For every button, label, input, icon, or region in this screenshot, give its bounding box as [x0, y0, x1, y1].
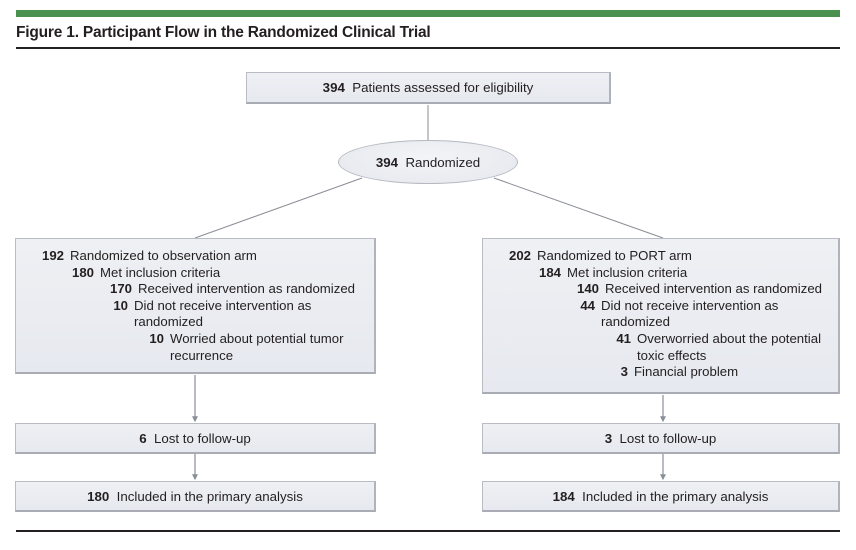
- node-enrollment-label: Patients assessed for eligibility: [352, 80, 534, 95]
- node-left-lost-label: Lost to follow-up: [153, 430, 251, 446]
- arm-line-label: recurrence: [170, 347, 234, 363]
- node-right-lost-label: Lost to follow-up: [619, 430, 717, 446]
- arm-line: 41 Overworried about the potential: [491, 331, 830, 348]
- node-right-primary-analysis: 184 Included in the primary analysis: [482, 481, 840, 512]
- arm-line-number: 170: [109, 281, 132, 297]
- arm-line-number: 180: [71, 264, 94, 280]
- arm-line-number: 3: [620, 364, 628, 380]
- arm-line-number: 10: [149, 330, 164, 346]
- arm-line-continuation: randomized: [491, 314, 830, 331]
- node-left-primary-analysis: 180 Included in the primary analysis: [15, 481, 376, 512]
- arm-line-number: 192: [41, 248, 64, 263]
- arm-line-label: Worried about potential tumor: [170, 330, 344, 346]
- arm-line: 184 Met inclusion criteria: [491, 265, 830, 282]
- arm-line-number: 41: [616, 330, 631, 346]
- node-enrollment-number: 394: [322, 80, 345, 95]
- arm-line-label: Received intervention as randomized: [605, 281, 822, 297]
- arm-line: 3 Financial problem: [491, 364, 830, 381]
- arm-line-number: 202: [508, 248, 531, 263]
- arm-line: 180 Met inclusion criteria: [24, 265, 366, 282]
- node-randomized-label: Randomized: [405, 154, 481, 170]
- figure-title: Figure 1. Participant Flow in the Random…: [16, 24, 431, 41]
- arm-line-number: 10: [113, 297, 128, 313]
- arm-line-label: Did not receive intervention as: [601, 297, 779, 313]
- arm-line-number: 184: [538, 264, 561, 280]
- arm-line-label: Financial problem: [634, 364, 739, 380]
- node-left-lost-text: 6 Lost to follow-up: [139, 430, 251, 447]
- arm-line-label: randomized: [601, 314, 670, 330]
- arm-line-label: Met inclusion criteria: [567, 264, 688, 280]
- node-right-analysis-number: 184: [552, 488, 575, 504]
- figure-footer-divider: [16, 530, 840, 532]
- node-randomized: 394 Randomized: [338, 140, 518, 184]
- arm-line-continuation: recurrence: [24, 348, 366, 365]
- arm-line: 140 Received intervention as randomized: [491, 281, 830, 298]
- arm-line-label: Received intervention as randomized: [138, 281, 355, 297]
- figure-accent-bar: [16, 10, 840, 17]
- arm-line-continuation: toxic effects: [491, 348, 830, 365]
- arm-line-label: Overworried about the potential: [637, 330, 822, 346]
- node-right-lost-number: 3: [604, 430, 613, 446]
- node-left-lost-number: 6: [139, 430, 147, 446]
- arm-line: 10 Worried about potential tumor: [24, 331, 366, 348]
- node-right-lost-text: 3 Lost to follow-up: [605, 430, 717, 447]
- arm-line-label: toxic effects: [637, 347, 707, 363]
- node-randomized-number: 394: [375, 154, 399, 170]
- node-right-lost-to-followup: 3 Lost to follow-up: [482, 423, 840, 454]
- arm-line-number: 44: [580, 297, 595, 313]
- node-enrollment: 394 Patients assessed for eligibility: [246, 72, 611, 104]
- node-left-analysis-text: 180 Included in the primary analysis: [87, 488, 303, 505]
- arm-line: 192 Randomized to observation arm: [24, 248, 366, 265]
- connector-randomized-to-right-arm: [493, 177, 664, 239]
- arm-line-label: Met inclusion criteria: [100, 264, 221, 280]
- arm-line-label: Randomized to PORT arm: [537, 248, 692, 263]
- arm-line: 44 Did not receive intervention as: [491, 298, 830, 315]
- node-randomized-text: 394 Randomized: [376, 154, 480, 171]
- node-left-analysis-label: Included in the primary analysis: [116, 488, 303, 504]
- node-left-lost-to-followup: 6 Lost to follow-up: [15, 423, 376, 454]
- connector-randomized-to-left-arm: [194, 177, 363, 239]
- arm-line: 10 Did not receive intervention as: [24, 298, 366, 315]
- arm-line-label: Randomized to observation arm: [70, 248, 257, 263]
- node-left-analysis-number: 180: [87, 488, 110, 504]
- arm-line-number: 140: [576, 281, 599, 297]
- title-divider: [16, 47, 840, 49]
- arm-line-continuation: randomized: [24, 314, 366, 331]
- arm-line: 202 Randomized to PORT arm: [491, 248, 830, 265]
- arm-line: 170 Received intervention as randomized: [24, 281, 366, 298]
- node-enrollment-text: 394 Patients assessed for eligibility: [323, 79, 534, 96]
- node-right-analysis-text: 184 Included in the primary analysis: [553, 488, 769, 505]
- node-right-analysis-label: Included in the primary analysis: [582, 488, 769, 504]
- arm-line-label: randomized: [134, 314, 203, 330]
- arm-line-label: Did not receive intervention as: [134, 297, 312, 313]
